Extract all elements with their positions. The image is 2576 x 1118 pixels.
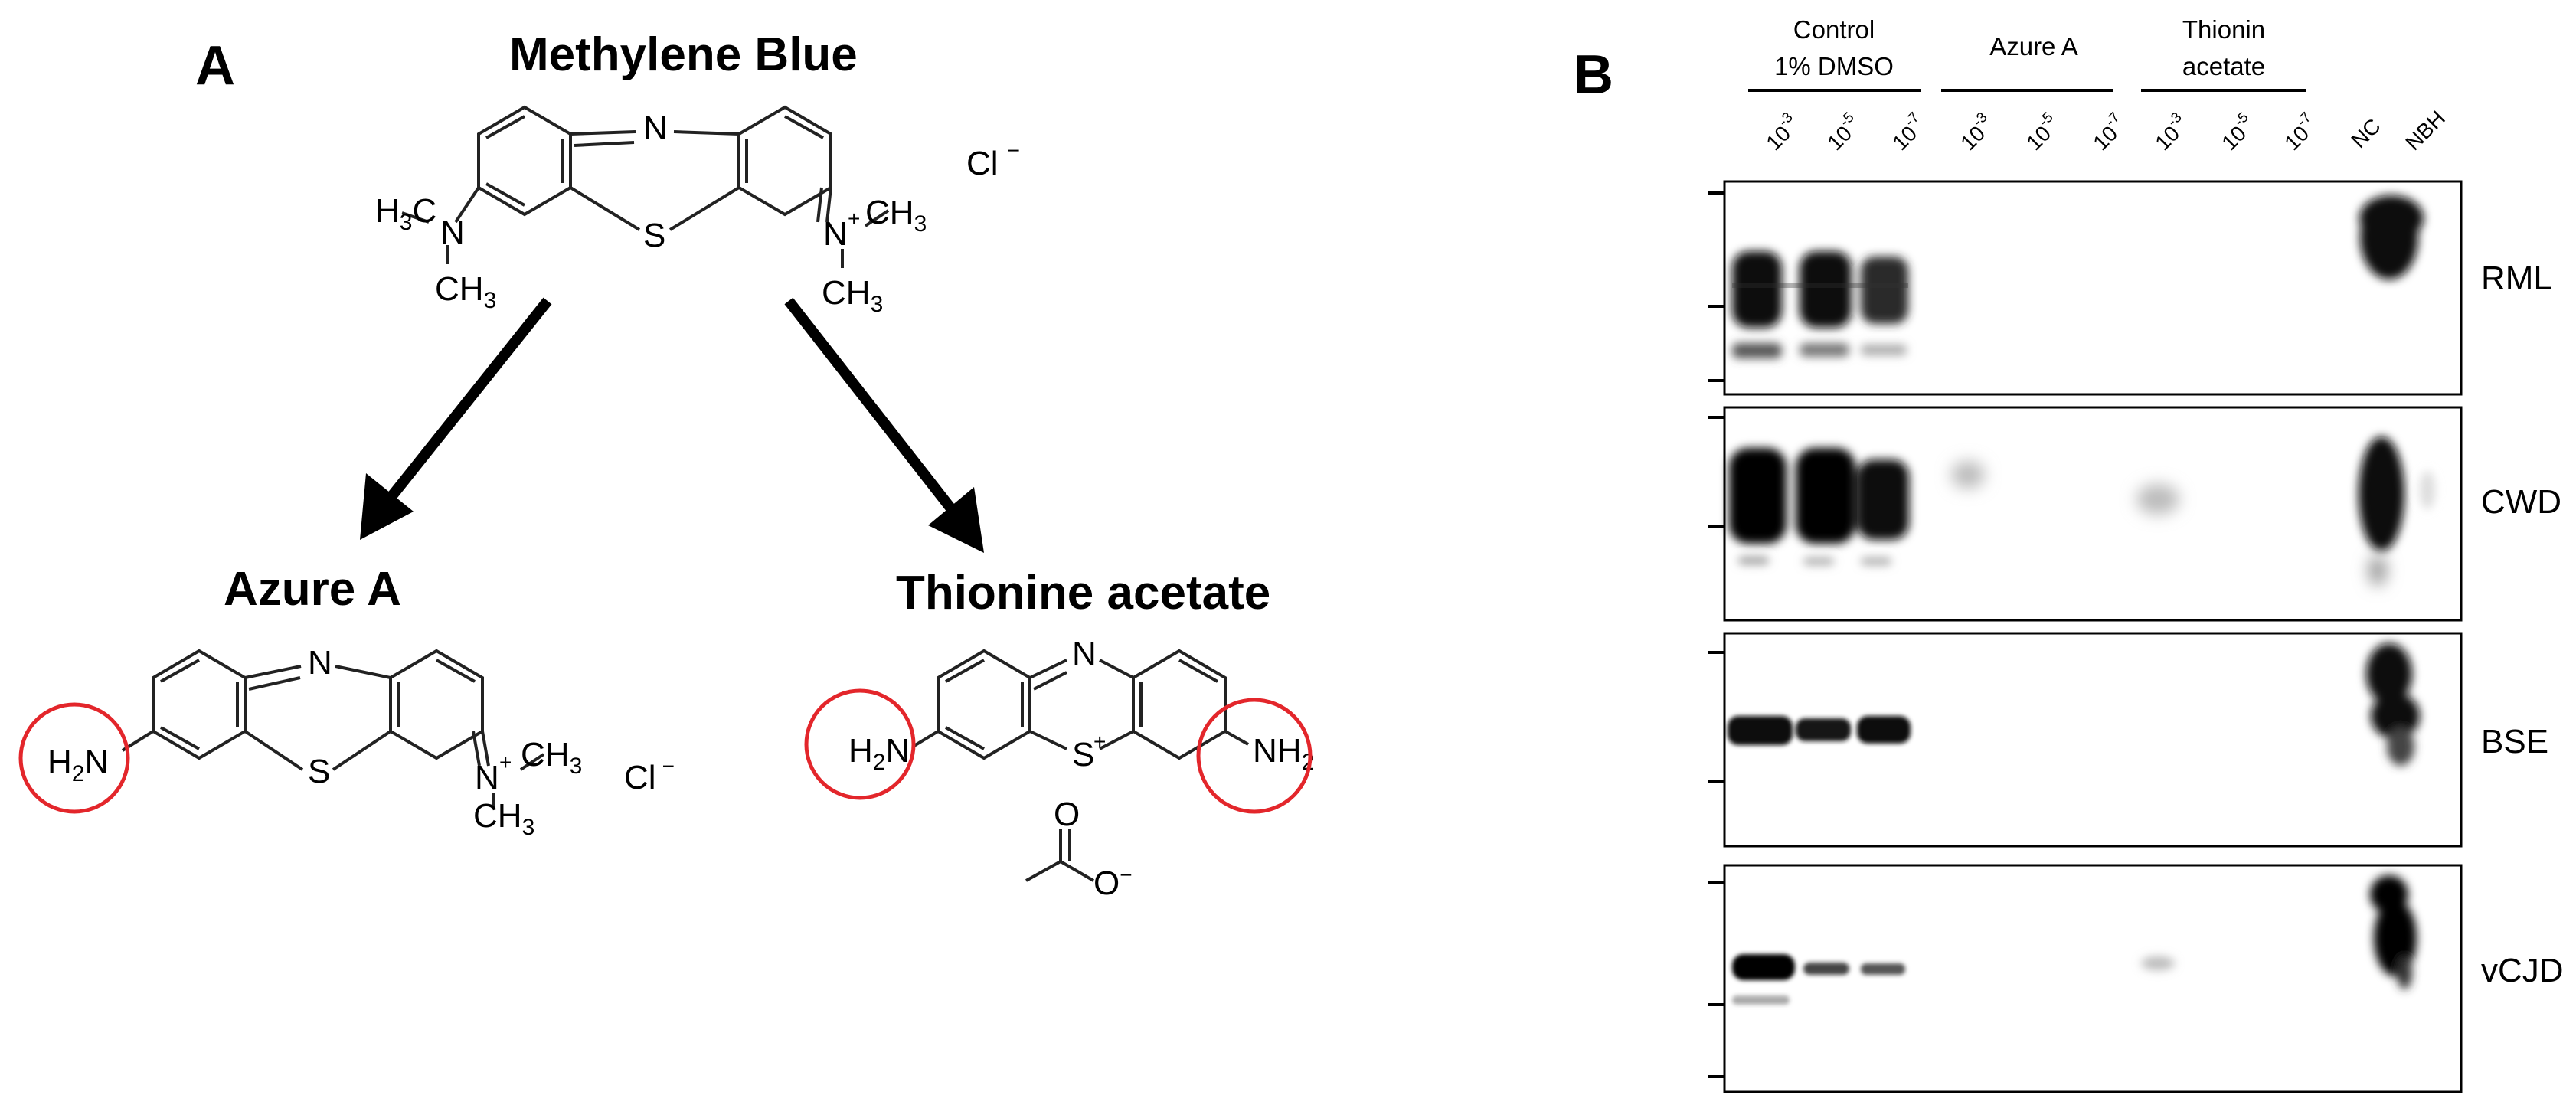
aza-ring-n: N: [308, 644, 332, 682]
panel-b-label: B: [1574, 44, 1613, 106]
aza-highlight-circle: [18, 702, 130, 814]
blot-label-cwd: CWD: [2481, 483, 2561, 521]
mb-right-ch3-top: CH3: [865, 194, 927, 237]
lane-label-5: 10-5: [2019, 110, 2064, 155]
group-header-thionin-line1: Thionin: [2182, 15, 2265, 44]
lane-label-8: 10-5: [2215, 110, 2260, 155]
aza-ring-s: S: [308, 753, 330, 790]
lane-label-7: 10-3: [2148, 110, 2193, 155]
blot-label-rml: RML: [2481, 260, 2552, 297]
thionine-acetate-structure: Thionine acetate N S + H2N NH2 O O−: [804, 567, 1314, 902]
mb-left-ch3-top: H3C: [375, 192, 436, 235]
thionine-acetate-title: Thionine acetate: [896, 567, 1270, 619]
lane-label-6: 10-7: [2086, 110, 2131, 155]
azure-a-structure: Azure A N S H2N N + CH3 CH3 Cl−: [18, 563, 675, 840]
blot-rml: RML: [1708, 180, 2552, 396]
blot-label-bse: BSE: [2481, 723, 2548, 760]
tha-ring-s-charge: +: [1093, 730, 1106, 754]
mb-right-ch3-bottom: CH3: [822, 274, 883, 317]
tha-ring-s: S: [1072, 736, 1094, 773]
methylene-blue-title: Methylene Blue: [509, 28, 858, 81]
mb-counter-ion: Cl−: [966, 139, 1020, 182]
tha-left-nh2: H2N: [848, 732, 910, 775]
mb-right-n: N: [823, 215, 848, 253]
blot-cwd: CWD: [1708, 406, 2561, 622]
group-header-control-line2: 1% DMSO: [1774, 52, 1894, 80]
wb-lane-labels: 10-3 10-5 10-7 10-3 10-5 10-7 10-3 10-5 …: [1759, 106, 2450, 155]
blot-vcjd: vCJD: [1708, 864, 2564, 1093]
tha-acetate-o-top: O: [1054, 796, 1080, 833]
tha-ring-n: N: [1072, 635, 1097, 672]
panel-a-label: A: [195, 35, 235, 96]
aza-right-n: N: [475, 759, 499, 796]
blot-vcjd-frame: [1723, 864, 2463, 1093]
group-header-thionin-line2: acetate: [2182, 52, 2265, 80]
methylene-blue-structure: Methylene Blue N S H3C N CH3 N + CH3 CH3: [375, 28, 1020, 317]
conversion-arrows: [360, 297, 984, 553]
aza-left-nh2: H2N: [47, 744, 109, 786]
blot-bse: BSE: [1708, 632, 2548, 848]
aza-right-ch3-bottom: CH3: [473, 797, 534, 840]
lane-label-2: 10-5: [1820, 110, 1865, 155]
mb-right-n-plus: +: [848, 207, 860, 230]
tha-right-nh2: NH2: [1253, 732, 1314, 775]
wb-group-headers: Control 1% DMSO Azure A Thionin acetate: [1748, 15, 2306, 92]
aza-right-ch3-top: CH3: [521, 736, 582, 779]
lane-label-1: 10-3: [1759, 110, 1804, 155]
tha-left-highlight-circle: [804, 688, 916, 800]
tha-acetate-o-minus: O−: [1093, 863, 1133, 902]
tha-right-highlight-circle: [1196, 698, 1313, 814]
lane-label-3: 10-7: [1885, 110, 1930, 155]
mb-left-n: N: [440, 214, 465, 251]
aza-right-n-plus: +: [499, 750, 512, 774]
mb-left-ch3-bottom: CH3: [435, 270, 496, 313]
lane-label-nbh: NBH: [2401, 106, 2450, 155]
mb-ring-s: S: [643, 217, 665, 254]
mb-ring-n: N: [643, 110, 668, 147]
aza-counter-ion: Cl−: [624, 754, 675, 796]
lane-label-9: 10-7: [2277, 110, 2323, 155]
group-header-control-line1: Control: [1793, 15, 1875, 44]
group-header-azure-a: Azure A: [1989, 32, 2078, 60]
lane-label-4: 10-3: [1953, 110, 1999, 155]
blot-bse-frame: [1723, 632, 2463, 848]
lane-label-nc: NC: [2346, 114, 2385, 153]
blot-label-vcjd: vCJD: [2481, 952, 2564, 989]
azure-a-title: Azure A: [224, 563, 401, 616]
